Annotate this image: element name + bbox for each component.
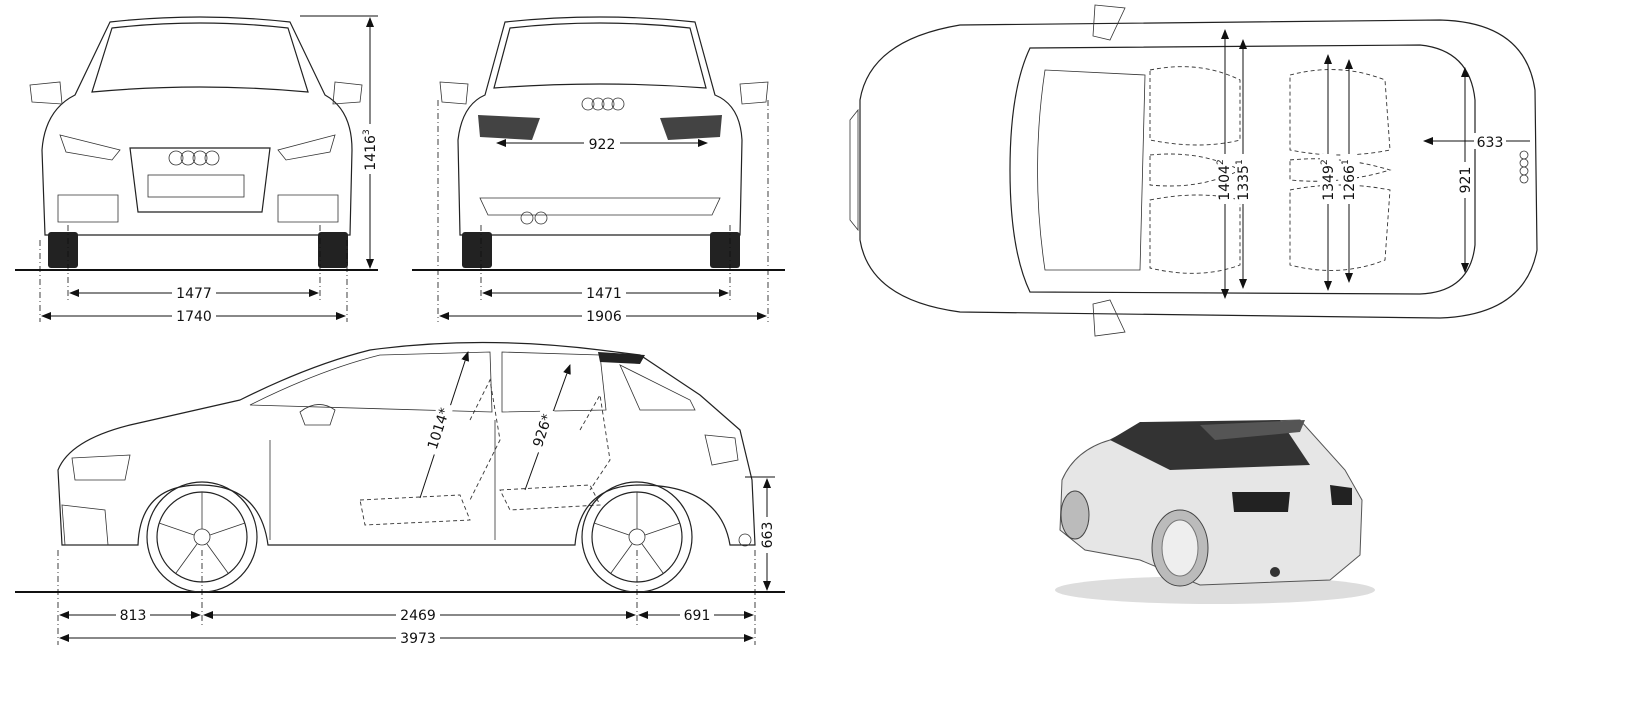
audi-rings-logo-front [168,150,220,166]
tailgate-width-label: 922 [589,137,616,153]
front-width-label: 1740 [176,309,212,325]
overall-length-label: 3973 [400,631,436,647]
rear-overhang-label: 691 [684,608,711,624]
svg-text:14042: 14042 [1216,159,1233,200]
rear-shoulder-footnote: 1 [1341,159,1351,165]
audi-rings-logo-rear [581,97,625,111]
top-view: 14042 13351 13492 12661 921 633 [849,4,1538,337]
front-shoulder-width-label: 1335 [1236,165,1252,201]
rear-elbow-width-label: 1349 [1321,165,1337,201]
svg-text:13492: 13492 [1320,159,1337,200]
rear-elbow-footnote: 2 [1320,159,1330,165]
wheelbase-label: 2469 [400,608,436,624]
car-rear-three-quarter-illustration [1055,419,1375,604]
front-overhang-label: 813 [120,608,147,624]
front-wheel [146,481,258,593]
rear-headroom-label: 926* [530,412,556,449]
height-label: 1416 [363,135,379,171]
front-shoulder-footnote: 1 [1235,159,1245,165]
front-track-label: 1477 [176,286,212,302]
rear-shoulder-width-label: 1266 [1342,165,1358,201]
luggage-width-label: 921 [1458,167,1474,194]
svg-text:12661: 12661 [1341,159,1358,200]
loading-sill-height-label: 663 [760,522,776,549]
svg-text:13351: 13351 [1235,159,1252,200]
rear-track-label: 1471 [586,286,622,302]
front-view: 1477 1740 14163 [15,15,379,325]
front-elbow-footnote: 2 [1216,159,1226,165]
svg-text:14163: 14163 [362,129,379,170]
audi-rings-logo-top [1519,150,1529,184]
front-headroom-label: 1014* [425,406,453,451]
front-elbow-width-label: 1404 [1217,165,1233,201]
mirror-width-label: 1906 [586,309,622,325]
side-view: 1014* 926* 663 813 2469 691 3973 [15,341,785,647]
height-footnote: 3 [362,129,372,135]
luggage-depth-label: 633 [1477,135,1504,151]
rear-wheel [581,481,693,593]
rear-view: 922 1471 1906 [412,16,785,325]
